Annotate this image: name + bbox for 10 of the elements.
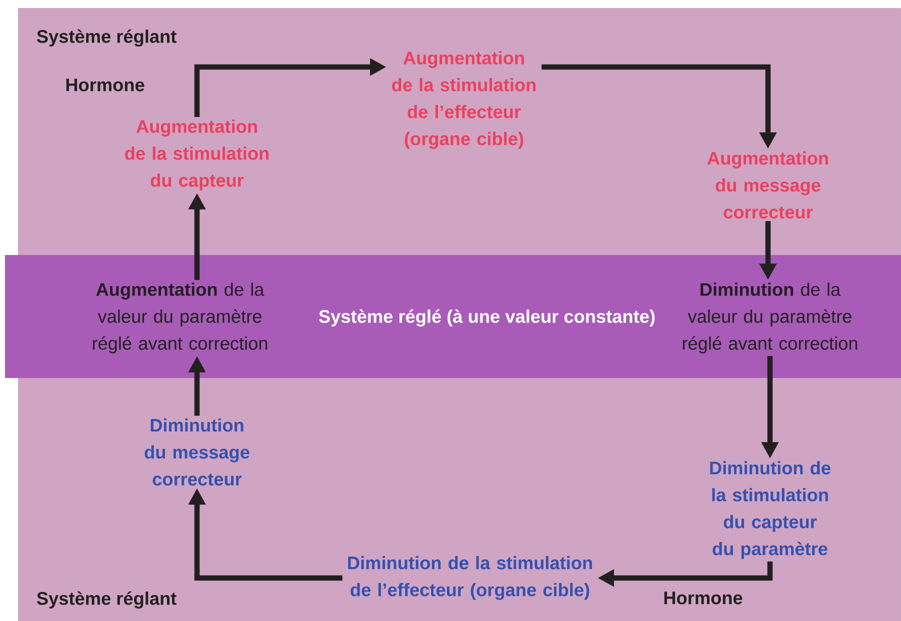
text-label: Diminution de la stimulation du capteur du paramètre: [710, 461, 830, 559]
text-label: Augmentation de la valeur du paramètre réglé avant correction: [92, 282, 268, 354]
text-label: Augmentation du message correcteur: [707, 151, 828, 219]
edge-label: Hormone: [66, 78, 144, 92]
text-label: Diminution de la stimulation de l’effecteur (organe cible): [348, 556, 592, 600]
text-label: Diminution du message correcteur: [144, 418, 250, 486]
edge-label: Hormone: [664, 592, 742, 604]
text-label: Augmentation de la stimulation du capteur: [125, 120, 269, 190]
text-label: Diminution de la valeur du paramètre réglé avant correction: [682, 282, 858, 354]
text-label: Augmentation de la stimulation de l’effecteur (organe cible): [392, 51, 536, 149]
